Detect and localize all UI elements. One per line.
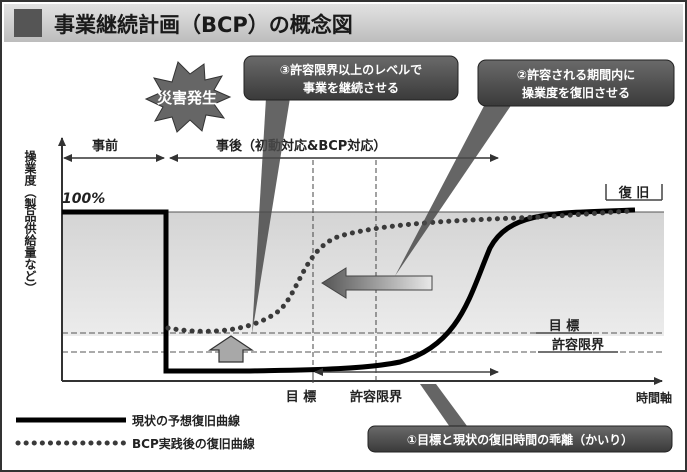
limit-level-label: 許容限界 (552, 337, 604, 353)
bcp-recovery-curve (165, 208, 635, 334)
x-axis-label: 時間軸 (636, 390, 672, 405)
callout3-line1: ③許容限界以上のレベルで (280, 62, 422, 77)
recovery-label: 復 旧 (618, 185, 650, 201)
disaster-burst-icon (144, 61, 232, 133)
full-level-label: 100% (62, 191, 105, 207)
legend-bcp-label: BCP実践後の復旧曲線 (132, 436, 255, 451)
recovery-level-tag: 復 旧 (605, 184, 663, 201)
y-axis-label: 操業度（製品供給量など） (23, 149, 37, 294)
callout2-box (477, 59, 675, 107)
callout2-line1: ②許容される期間内に (517, 67, 635, 82)
target-level-tag: 目 標 (536, 318, 592, 334)
target-level-label: 目 標 (549, 318, 580, 334)
title-accent-square (14, 9, 42, 37)
title-bar (4, 4, 683, 42)
disaster-label: 災害発生 (157, 89, 217, 107)
left-shift-arrow-icon (321, 267, 433, 299)
time-limit-label-bg (332, 386, 424, 406)
up-arrow-icon (208, 335, 254, 363)
time-target-label-bg (276, 386, 326, 406)
callout1-text: ①目標と現状の復旧時間の乖離（かいり） (407, 432, 633, 447)
before-period-label: 事前 (92, 138, 118, 154)
callout2-line2: 操業度を復旧させる (522, 85, 630, 100)
page-title: 事業継続計画（BCP）の概念図 (54, 13, 353, 37)
time-limit-label: 許容限界 (350, 389, 402, 405)
legend-current-label: 現状の予想復旧曲線 (132, 413, 240, 428)
callout3-line2: 事業を継続させる (303, 80, 399, 95)
callout1-box (367, 425, 673, 453)
callout1-pointer (420, 384, 470, 430)
after-period-label: 事後（初動対応&BCP対応） (216, 138, 386, 154)
operation-band (62, 212, 664, 336)
callout3-pointer (252, 98, 290, 334)
callout3-box (243, 55, 459, 101)
limit-level-tag: 許容限界 (538, 337, 618, 353)
callout2-pointer (395, 104, 512, 276)
time-target-label: 目 標 (286, 389, 317, 405)
